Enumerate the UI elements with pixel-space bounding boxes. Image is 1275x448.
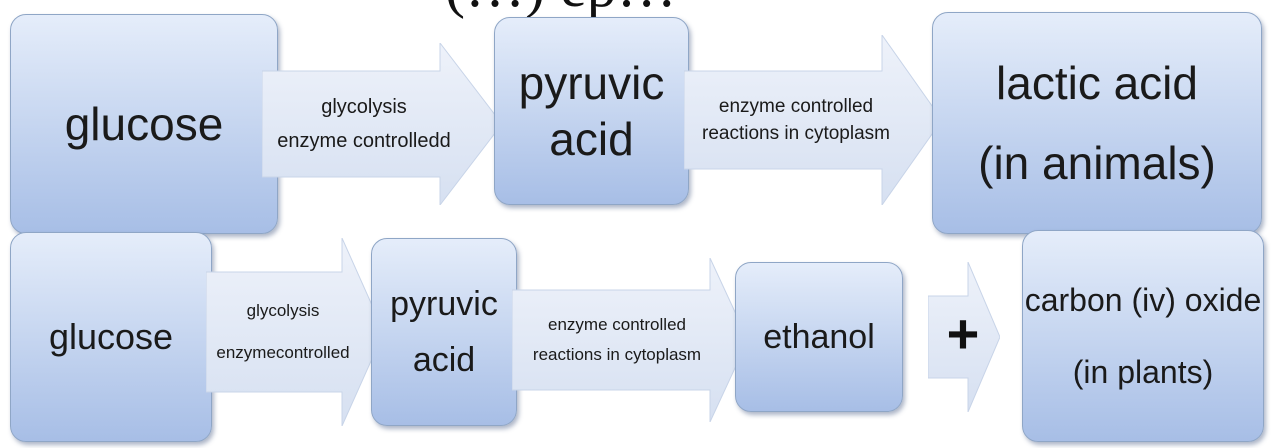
- glucose-box-row2: glucose: [10, 232, 212, 442]
- arrow-label-line2: reactions in cytoplasm: [532, 345, 702, 364]
- arrow-label-line2: enzyme controlledd: [277, 130, 451, 152]
- arrow-label: enzyme controlled reactions in cytoplasm: [684, 35, 942, 205]
- carbon-iv-oxide-box: carbon (iv) oxide (in plants): [1022, 230, 1264, 442]
- arrow-label-line1: enzyme controlled: [718, 96, 874, 117]
- arrow-label-line1: enzyme controlled: [548, 315, 686, 334]
- plus-sign: +: [946, 302, 980, 365]
- pyruvic-label-line2: acid: [549, 113, 634, 165]
- ethanol-box: ethanol: [735, 262, 903, 412]
- carbon-label-line2: (in plants): [1072, 354, 1214, 390]
- glucose-label: glucose: [48, 316, 174, 357]
- lactic-label-line1: lactic acid: [996, 57, 1198, 109]
- glucose-box-row1: glucose: [10, 14, 278, 234]
- glycolysis-arrow-row1: glycolysis enzyme controlledd: [262, 43, 502, 205]
- lactic-label-line2: (in animals): [978, 137, 1216, 189]
- cut-off-heading: (…) ep…: [445, 0, 845, 16]
- lactic-acid-box: lactic acid (in animals): [932, 12, 1262, 234]
- glucose-label: glucose: [64, 98, 224, 150]
- enzyme-reaction-arrow-row2: enzyme controlled reactions in cytoplasm: [512, 258, 748, 422]
- arrow-label: enzyme controlled reactions in cytoplasm: [512, 258, 748, 422]
- pyruvic-label-line2: acid: [412, 341, 476, 379]
- pyruvic-acid-box-row2: pyruvic acid: [371, 238, 517, 426]
- arrow-label-line2: enzymecontrolled: [216, 343, 350, 362]
- glycolysis-arrow-row2: glycolysis enzymecontrolled: [206, 238, 384, 426]
- pyruvic-acid-box-row1: pyruvic acid: [494, 17, 689, 205]
- arrow-label: glycolysis enzymecontrolled: [206, 238, 384, 426]
- arrow-shape: [206, 238, 384, 426]
- ethanol-label: ethanol: [763, 317, 875, 356]
- pyruvic-label-line1: pyruvic: [390, 285, 498, 323]
- arrow-label-line1: glycolysis: [321, 96, 407, 118]
- enzyme-reaction-arrow-row1: enzyme controlled reactions in cytoplasm: [684, 35, 942, 205]
- arrow-shape: [928, 262, 1000, 412]
- arrow-shape: [262, 43, 502, 205]
- plus-arrow-row2: [928, 262, 1000, 412]
- carbon-label-line1: carbon (iv) oxide: [1024, 282, 1262, 318]
- arrow-label: glycolysis enzyme controlledd: [262, 43, 502, 205]
- arrow-label-line2: reactions in cytoplasm: [702, 123, 890, 144]
- pyruvic-label-line1: pyruvic: [518, 57, 665, 109]
- arrow-shape: [512, 258, 748, 422]
- arrow-label-line1: glycolysis: [246, 301, 320, 320]
- arrow-shape: [684, 35, 942, 205]
